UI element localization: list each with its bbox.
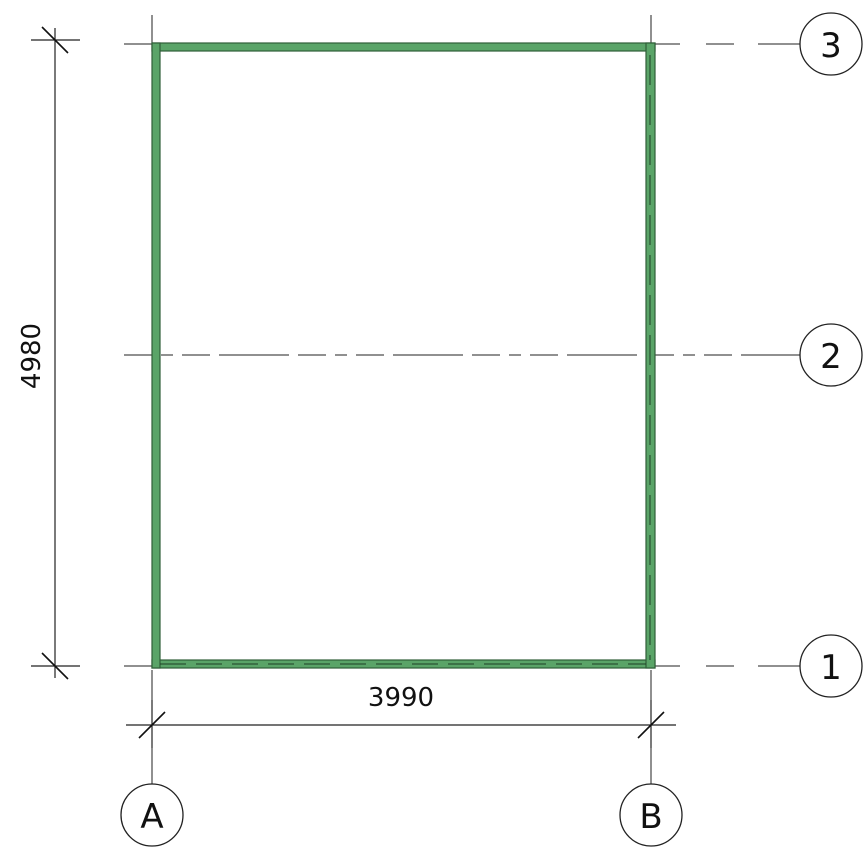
grid-label-A: A <box>140 797 163 837</box>
grid-bubble-3: 3 <box>799 12 863 76</box>
grid-label-1: 1 <box>820 648 842 688</box>
wall-outline <box>151 42 656 669</box>
dimension-vertical-text: 4980 <box>17 323 47 389</box>
wall-top <box>151 42 656 52</box>
dimension-horizontal-text: 3990 <box>368 683 434 713</box>
grid-bubble-2: 2 <box>799 323 863 387</box>
grid-bubble-A: A <box>120 783 184 847</box>
grid-bubble-B: B <box>619 783 683 847</box>
grid-label-3: 3 <box>820 26 842 66</box>
grid-label-B: B <box>639 797 662 837</box>
grid-bubble-1: 1 <box>799 634 863 698</box>
vertical-dimension: 4980 <box>17 26 80 680</box>
grid-label-2: 2 <box>820 337 842 377</box>
horizontal-dimension: 3990 <box>126 683 676 748</box>
wall-left <box>151 42 161 669</box>
